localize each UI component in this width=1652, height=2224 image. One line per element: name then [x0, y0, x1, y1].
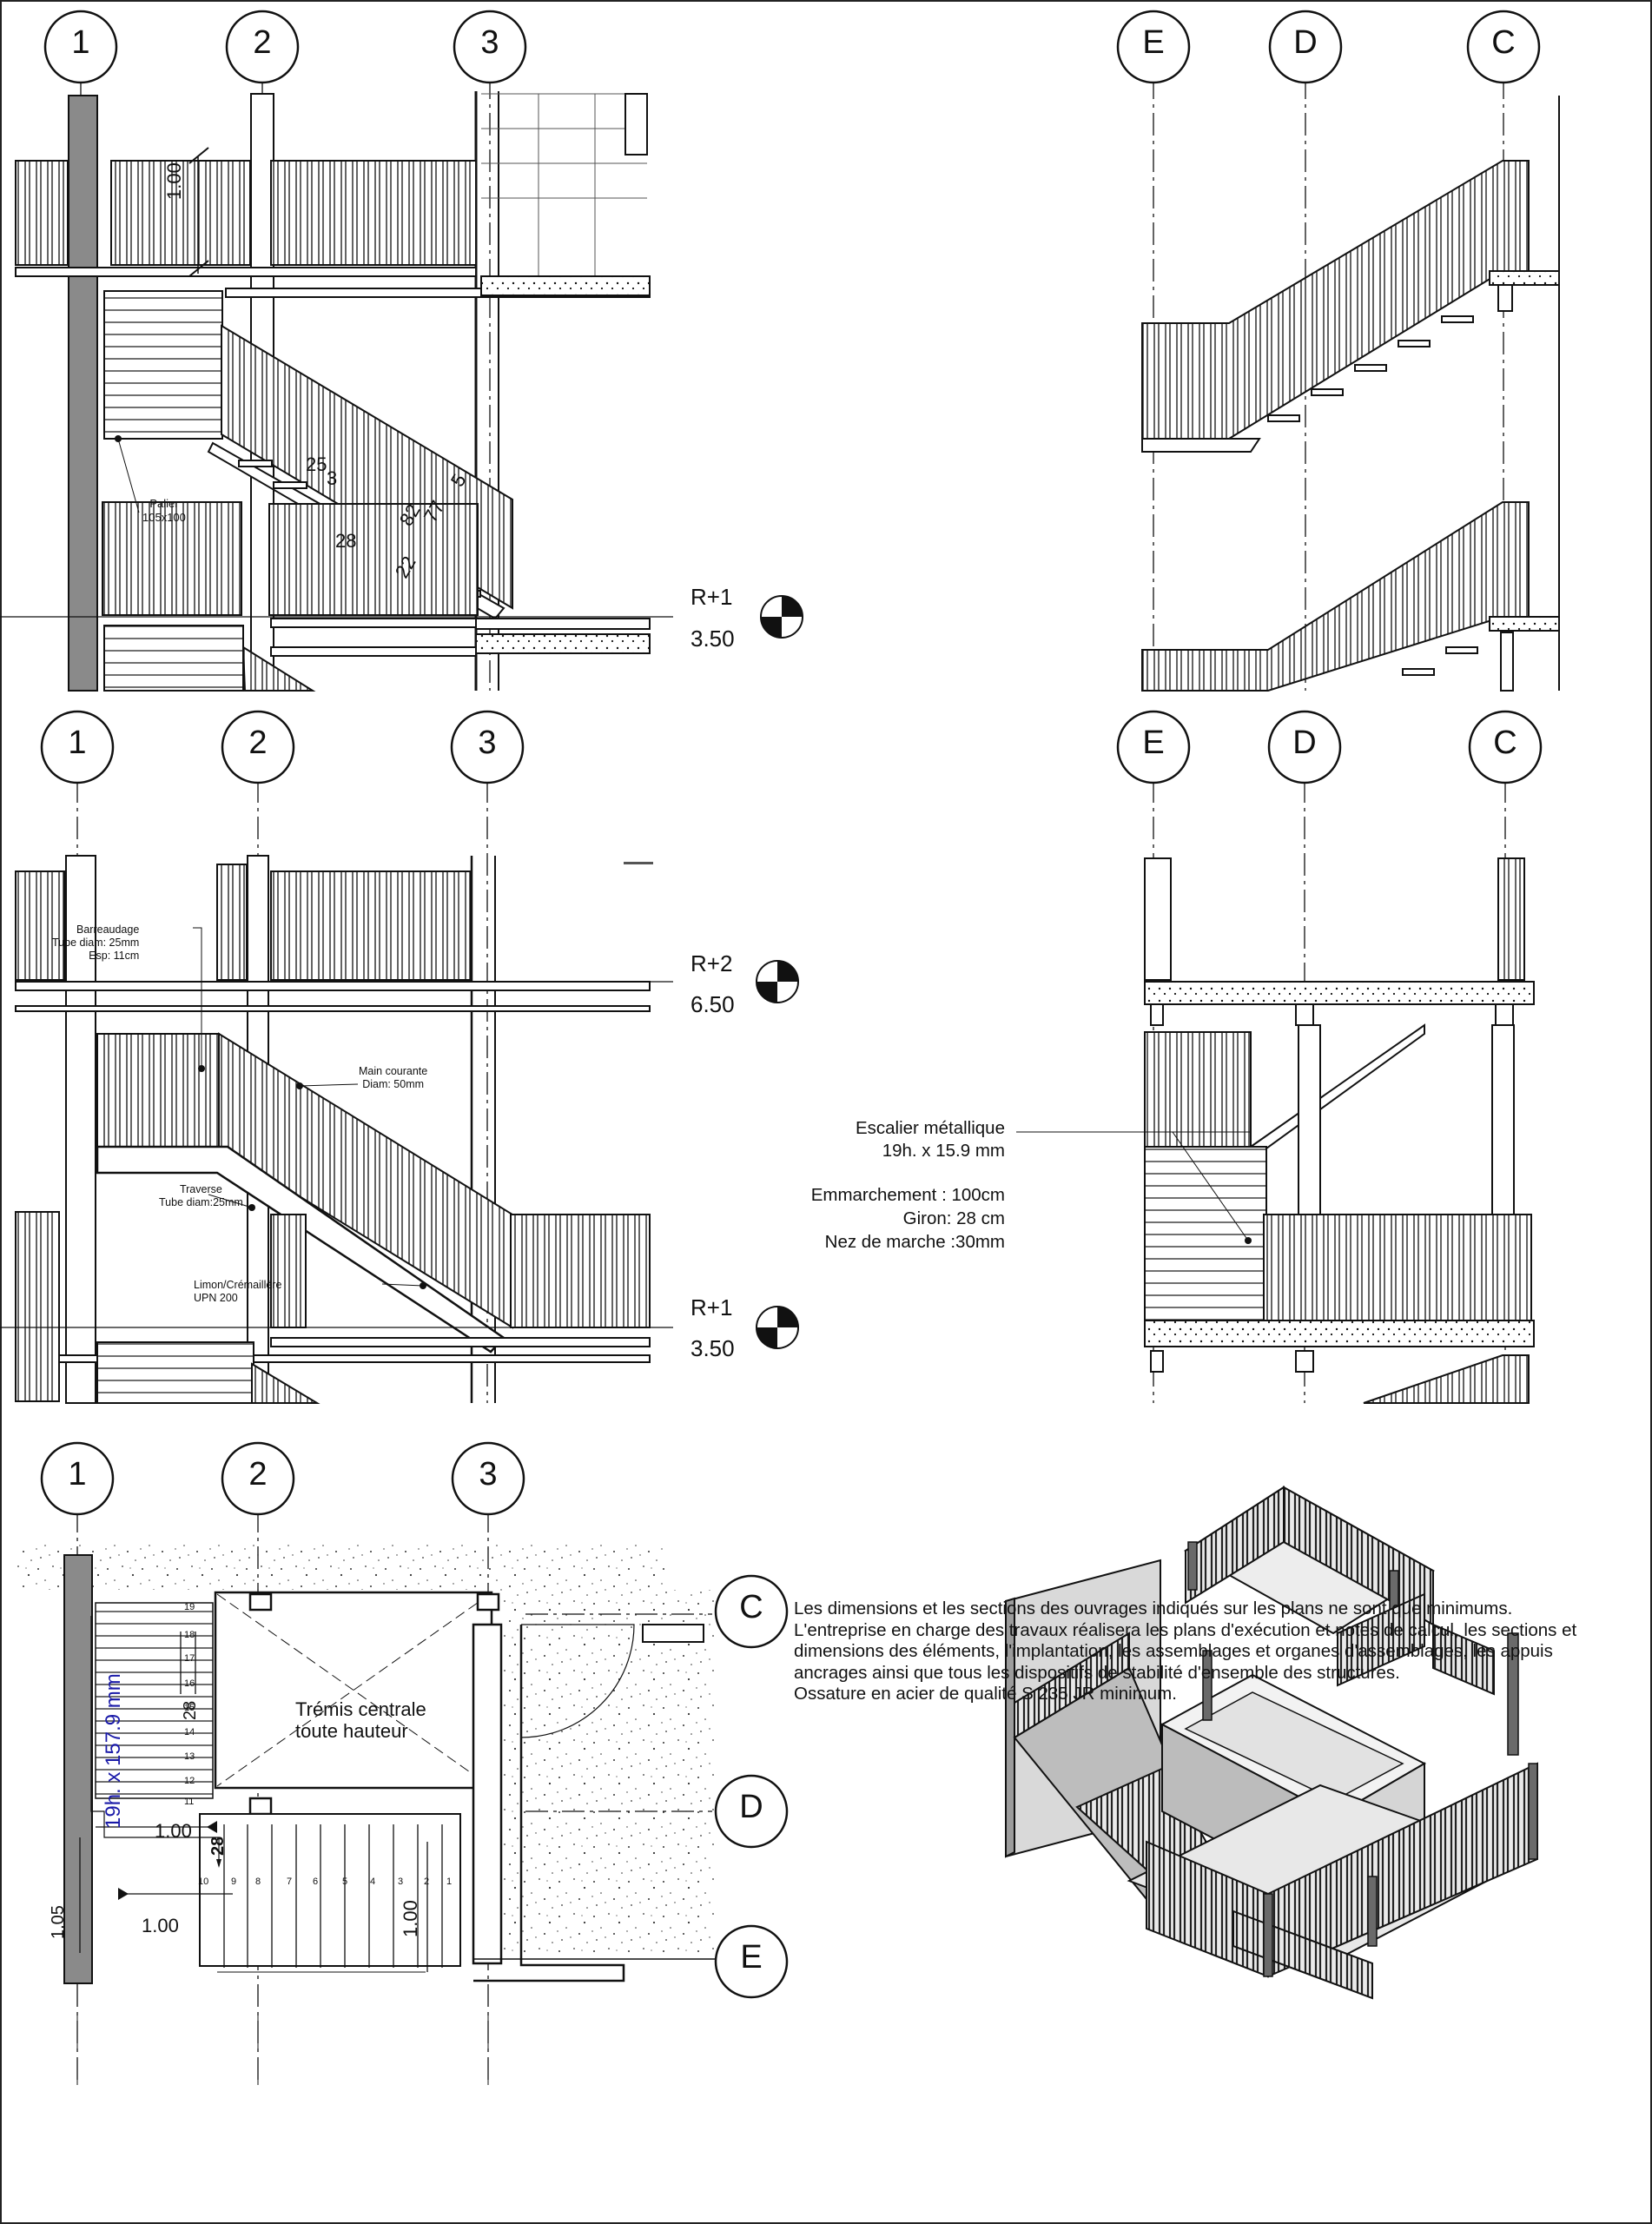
- grid-bubble-2: [221, 1441, 295, 1516]
- step-number: 2: [424, 1876, 430, 1887]
- stair-spec-risers: 19h. x 15.9 mm: [882, 1141, 1005, 1161]
- level-elevation: 3.50: [691, 1335, 735, 1361]
- step-number: 7: [287, 1876, 293, 1887]
- step-number: 9: [231, 1876, 237, 1887]
- step-number: 6: [313, 1876, 319, 1887]
- grid-bubble-E: [714, 1924, 789, 1999]
- bubble-label-E: E: [1142, 24, 1165, 61]
- void-label: Trémis centrale toute hauteur: [295, 1698, 426, 1742]
- grid-bubble-C: [1468, 710, 1543, 784]
- section-2-elevation: [0, 780, 799, 1404]
- bubble-label-C: C: [739, 1589, 763, 1625]
- grid-bubble-E: [1116, 710, 1191, 784]
- bubble-label-1: 1: [71, 24, 90, 61]
- bubble-label-C: C: [1491, 24, 1516, 61]
- note-steel-grade: Ossature en acier de qualité S 235 JR mi…: [794, 1684, 1177, 1704]
- stair-spec-title: Escalier métallique: [855, 1118, 1005, 1138]
- dim-1-00: 1.00: [142, 1915, 179, 1936]
- bubble-label-E: E: [740, 1939, 763, 1976]
- bubble-label-3: 3: [480, 24, 499, 61]
- grid-bubble-1: [40, 1441, 115, 1516]
- stringer-note: Limon/Crémaillère UPN 200: [194, 1279, 282, 1304]
- balustrade-note: Barreaudage Tube diam: 25mm Esp: 11cm: [52, 923, 140, 962]
- dim-guard-height: 1.00: [163, 162, 185, 200]
- bubble-label-2: 2: [248, 1456, 268, 1493]
- crossbar-note: Traverse Tube diam:25mm: [159, 1183, 243, 1208]
- bubble-label-3: 3: [479, 1456, 498, 1493]
- stair-spec-going: Giron: 28 cm: [902, 1208, 1005, 1228]
- bubble-label-2: 2: [248, 725, 268, 761]
- step-number: 12: [184, 1776, 195, 1786]
- dim-1-00: 1.00: [400, 1900, 421, 1937]
- step-number: 15: [184, 1703, 195, 1713]
- step-number: 16: [184, 1678, 195, 1689]
- handrail-note: Main courante Diam: 50mm: [359, 1065, 428, 1090]
- general-notes: Les dimensions et les sections des ouvra…: [794, 1598, 1628, 1705]
- stair-spec-nosing: Nez de marche :30mm: [824, 1232, 1005, 1252]
- dim-3: 3: [327, 467, 338, 489]
- section-2b-elevation: [1016, 780, 1535, 1404]
- riser-count-dim: 19h. x 157.9 mm: [102, 1673, 125, 1829]
- grid-bubble-3: [451, 1441, 525, 1516]
- bubble-label-E: E: [1142, 725, 1165, 761]
- level-elevation: 6.50: [691, 991, 735, 1017]
- dim-25: 25: [306, 453, 327, 475]
- step-number: 17: [184, 1653, 195, 1664]
- bubble-label-D: D: [1293, 24, 1318, 61]
- grid-bubble-2: [221, 710, 295, 784]
- step-number: 4: [370, 1876, 376, 1887]
- bubble-label-D: D: [1292, 725, 1317, 761]
- grid-bubble-1: [40, 710, 115, 784]
- step-number: 10: [198, 1876, 209, 1887]
- step-number: 13: [184, 1751, 195, 1762]
- level-elevation: 3.50: [691, 626, 735, 652]
- stair-spec-width: Emmarchement : 100cm: [810, 1185, 1005, 1205]
- section-1b-elevation: [1141, 76, 1560, 692]
- grid-bubble-2: [225, 10, 300, 84]
- bubble-label-1: 1: [68, 1456, 87, 1493]
- step-number: 3: [398, 1876, 404, 1887]
- grid-bubble-C: [1466, 10, 1541, 84]
- dim-28-plan: 28: [208, 1836, 228, 1856]
- step-number: 18: [184, 1630, 195, 1640]
- stair-plan: [16, 1510, 719, 2085]
- grid-bubble-E: [1116, 10, 1191, 84]
- level-name: R+2: [691, 950, 733, 976]
- note-contractor: L'entreprise en charge des travaux réali…: [794, 1619, 1577, 1683]
- bubble-label-2: 2: [253, 24, 272, 61]
- step-number: 14: [184, 1727, 195, 1738]
- step-number: 5: [342, 1876, 348, 1887]
- dim-1-05: 1.05: [49, 1905, 68, 1939]
- dim-1-00: 1.00: [155, 1820, 192, 1842]
- level-name: R+1: [691, 1294, 733, 1320]
- bubble-label-C: C: [1493, 725, 1517, 761]
- grid-bubble-D: [714, 1774, 789, 1849]
- grid-bubble-C: [714, 1574, 789, 1649]
- stair-axonometric: [1005, 1486, 1538, 2000]
- level-name: R+1: [691, 584, 733, 610]
- step-number: 11: [184, 1797, 195, 1807]
- step-number: 19: [184, 1602, 195, 1612]
- bubble-label-3: 3: [478, 725, 497, 761]
- section-1-elevation: [0, 76, 803, 692]
- grid-bubble-1: [43, 10, 118, 84]
- note-dimensions: Les dimensions et les sections des ouvra…: [794, 1598, 1513, 1618]
- step-number: 8: [255, 1876, 261, 1887]
- bubble-label-D: D: [739, 1789, 763, 1825]
- dim-28: 28: [335, 530, 357, 552]
- grid-bubble-3: [450, 710, 525, 784]
- grid-bubble-D: [1267, 710, 1342, 784]
- bubble-label-1: 1: [68, 725, 87, 761]
- grid-bubble-3: [453, 10, 527, 84]
- step-number: 1: [446, 1876, 453, 1887]
- landing-label: Palier 105x100: [142, 497, 186, 524]
- grid-bubble-D: [1268, 10, 1343, 84]
